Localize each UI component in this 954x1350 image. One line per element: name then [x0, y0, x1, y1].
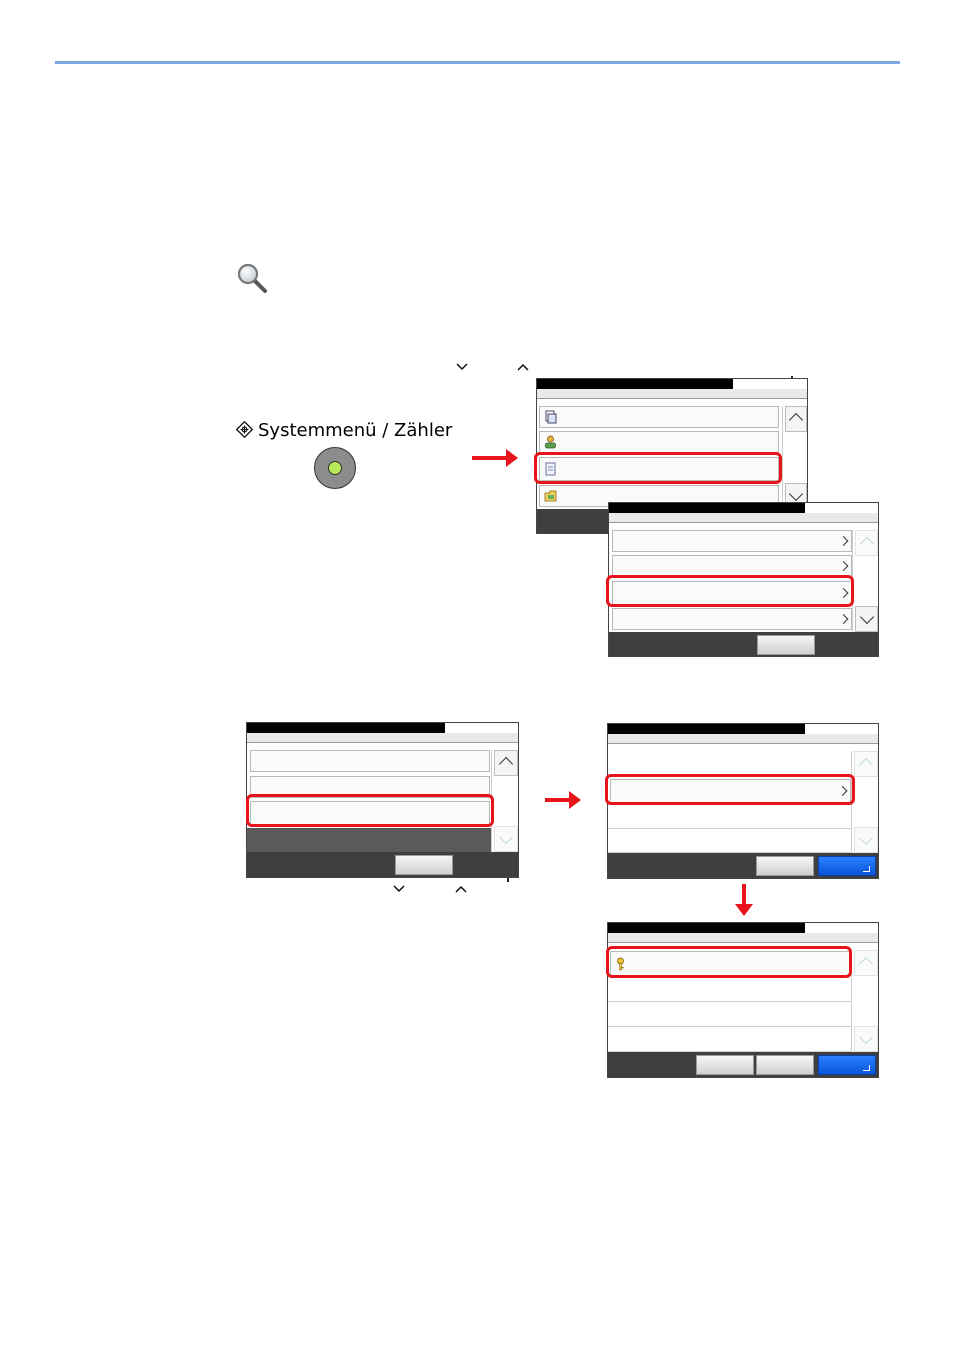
screen-subheader — [608, 734, 878, 744]
red-arrow-right — [545, 791, 581, 809]
list-item[interactable] — [612, 608, 852, 630]
screen-subheader — [609, 513, 878, 523]
highlight-frame — [605, 774, 855, 805]
scroll-up-button[interactable] — [854, 751, 878, 777]
red-arrow-down — [735, 884, 753, 916]
screen-title-bar — [608, 724, 805, 734]
close-button[interactable] — [757, 635, 815, 655]
document-icon — [545, 462, 556, 476]
list-item-selected[interactable] — [250, 801, 490, 825]
red-arrow-right — [472, 449, 518, 467]
screen-subheader — [537, 389, 807, 399]
enter-icon — [863, 1065, 870, 1071]
folder-icon — [544, 490, 557, 502]
screen-title-bar — [609, 503, 805, 513]
close-button[interactable] — [395, 855, 453, 875]
enter-icon — [863, 866, 870, 872]
ok-button[interactable] — [818, 1055, 876, 1075]
cancel-button[interactable] — [756, 856, 814, 876]
list-item-selected[interactable] — [612, 581, 852, 605]
screen-option-list — [607, 723, 879, 879]
caret-down-icon — [393, 885, 405, 893]
system-menu-text: Systemmenü / Zähler — [258, 420, 453, 441]
screen-footer — [608, 1052, 878, 1077]
scrollbar[interactable] — [851, 751, 878, 853]
scroll-up-button[interactable] — [494, 750, 518, 776]
list-item[interactable] — [608, 829, 851, 853]
chevron-right-icon — [838, 536, 849, 546]
list-item[interactable] — [539, 431, 779, 453]
empty-area — [247, 828, 491, 854]
caret-up-icon — [517, 363, 529, 371]
scrollbar[interactable] — [491, 750, 518, 853]
ok-button[interactable] — [818, 856, 876, 876]
screen-submenu — [608, 502, 879, 657]
scroll-down-button[interactable] — [854, 1026, 878, 1052]
scrollbar[interactable] — [851, 950, 878, 1052]
list-item[interactable] — [608, 1027, 851, 1052]
screen-title-bar — [247, 723, 445, 733]
scroll-down-button[interactable] — [854, 827, 878, 853]
list-item[interactable] — [250, 776, 490, 798]
screen-footer — [608, 853, 878, 878]
list-item-selected[interactable] — [610, 779, 851, 803]
highlight-frame — [246, 794, 494, 827]
list-item[interactable] — [608, 751, 851, 776]
screen-settings-list — [246, 722, 519, 878]
screen-footer — [609, 632, 878, 656]
scroll-up-button[interactable] — [854, 950, 878, 976]
highlight-frame — [534, 452, 782, 484]
list-item[interactable] — [608, 804, 851, 829]
scroll-up-button[interactable] — [785, 406, 807, 432]
system-menu-key-icon — [236, 421, 253, 438]
chevron-right-icon — [838, 561, 849, 571]
list-item[interactable] — [608, 1002, 851, 1027]
scroll-up-button[interactable] — [855, 530, 878, 556]
system-menu-led — [328, 461, 342, 475]
scroll-down-button[interactable] — [494, 826, 518, 852]
caret-down-icon — [456, 363, 468, 371]
key-icon — [617, 957, 624, 970]
list-item[interactable] — [250, 750, 490, 772]
magnifier-icon — [237, 263, 267, 293]
screen-title-bar — [537, 379, 733, 389]
header-rule — [55, 61, 900, 64]
system-menu-key-label: Systemmenü / Zähler — [236, 420, 452, 441]
screen-subheader — [247, 733, 518, 743]
user-icon — [545, 435, 556, 449]
footer-button[interactable] — [696, 1055, 754, 1075]
list-item[interactable] — [612, 555, 852, 577]
list-item[interactable] — [608, 977, 851, 1002]
caret-up-icon — [455, 885, 467, 893]
screen-title-bar — [608, 923, 805, 933]
chevron-right-icon — [838, 614, 849, 624]
highlight-frame — [606, 575, 854, 607]
list-item-selected[interactable] — [539, 457, 779, 481]
screen-footer — [247, 852, 518, 877]
copy-icon — [545, 410, 557, 424]
cancel-button[interactable] — [756, 1055, 814, 1075]
scrollbar[interactable] — [782, 406, 807, 509]
scroll-down-button[interactable] — [855, 606, 878, 632]
scrollbar[interactable] — [852, 530, 878, 632]
screen-subheader — [608, 933, 878, 943]
list-item[interactable] — [539, 406, 779, 428]
list-item[interactable] — [612, 530, 852, 552]
highlight-frame — [606, 946, 852, 978]
